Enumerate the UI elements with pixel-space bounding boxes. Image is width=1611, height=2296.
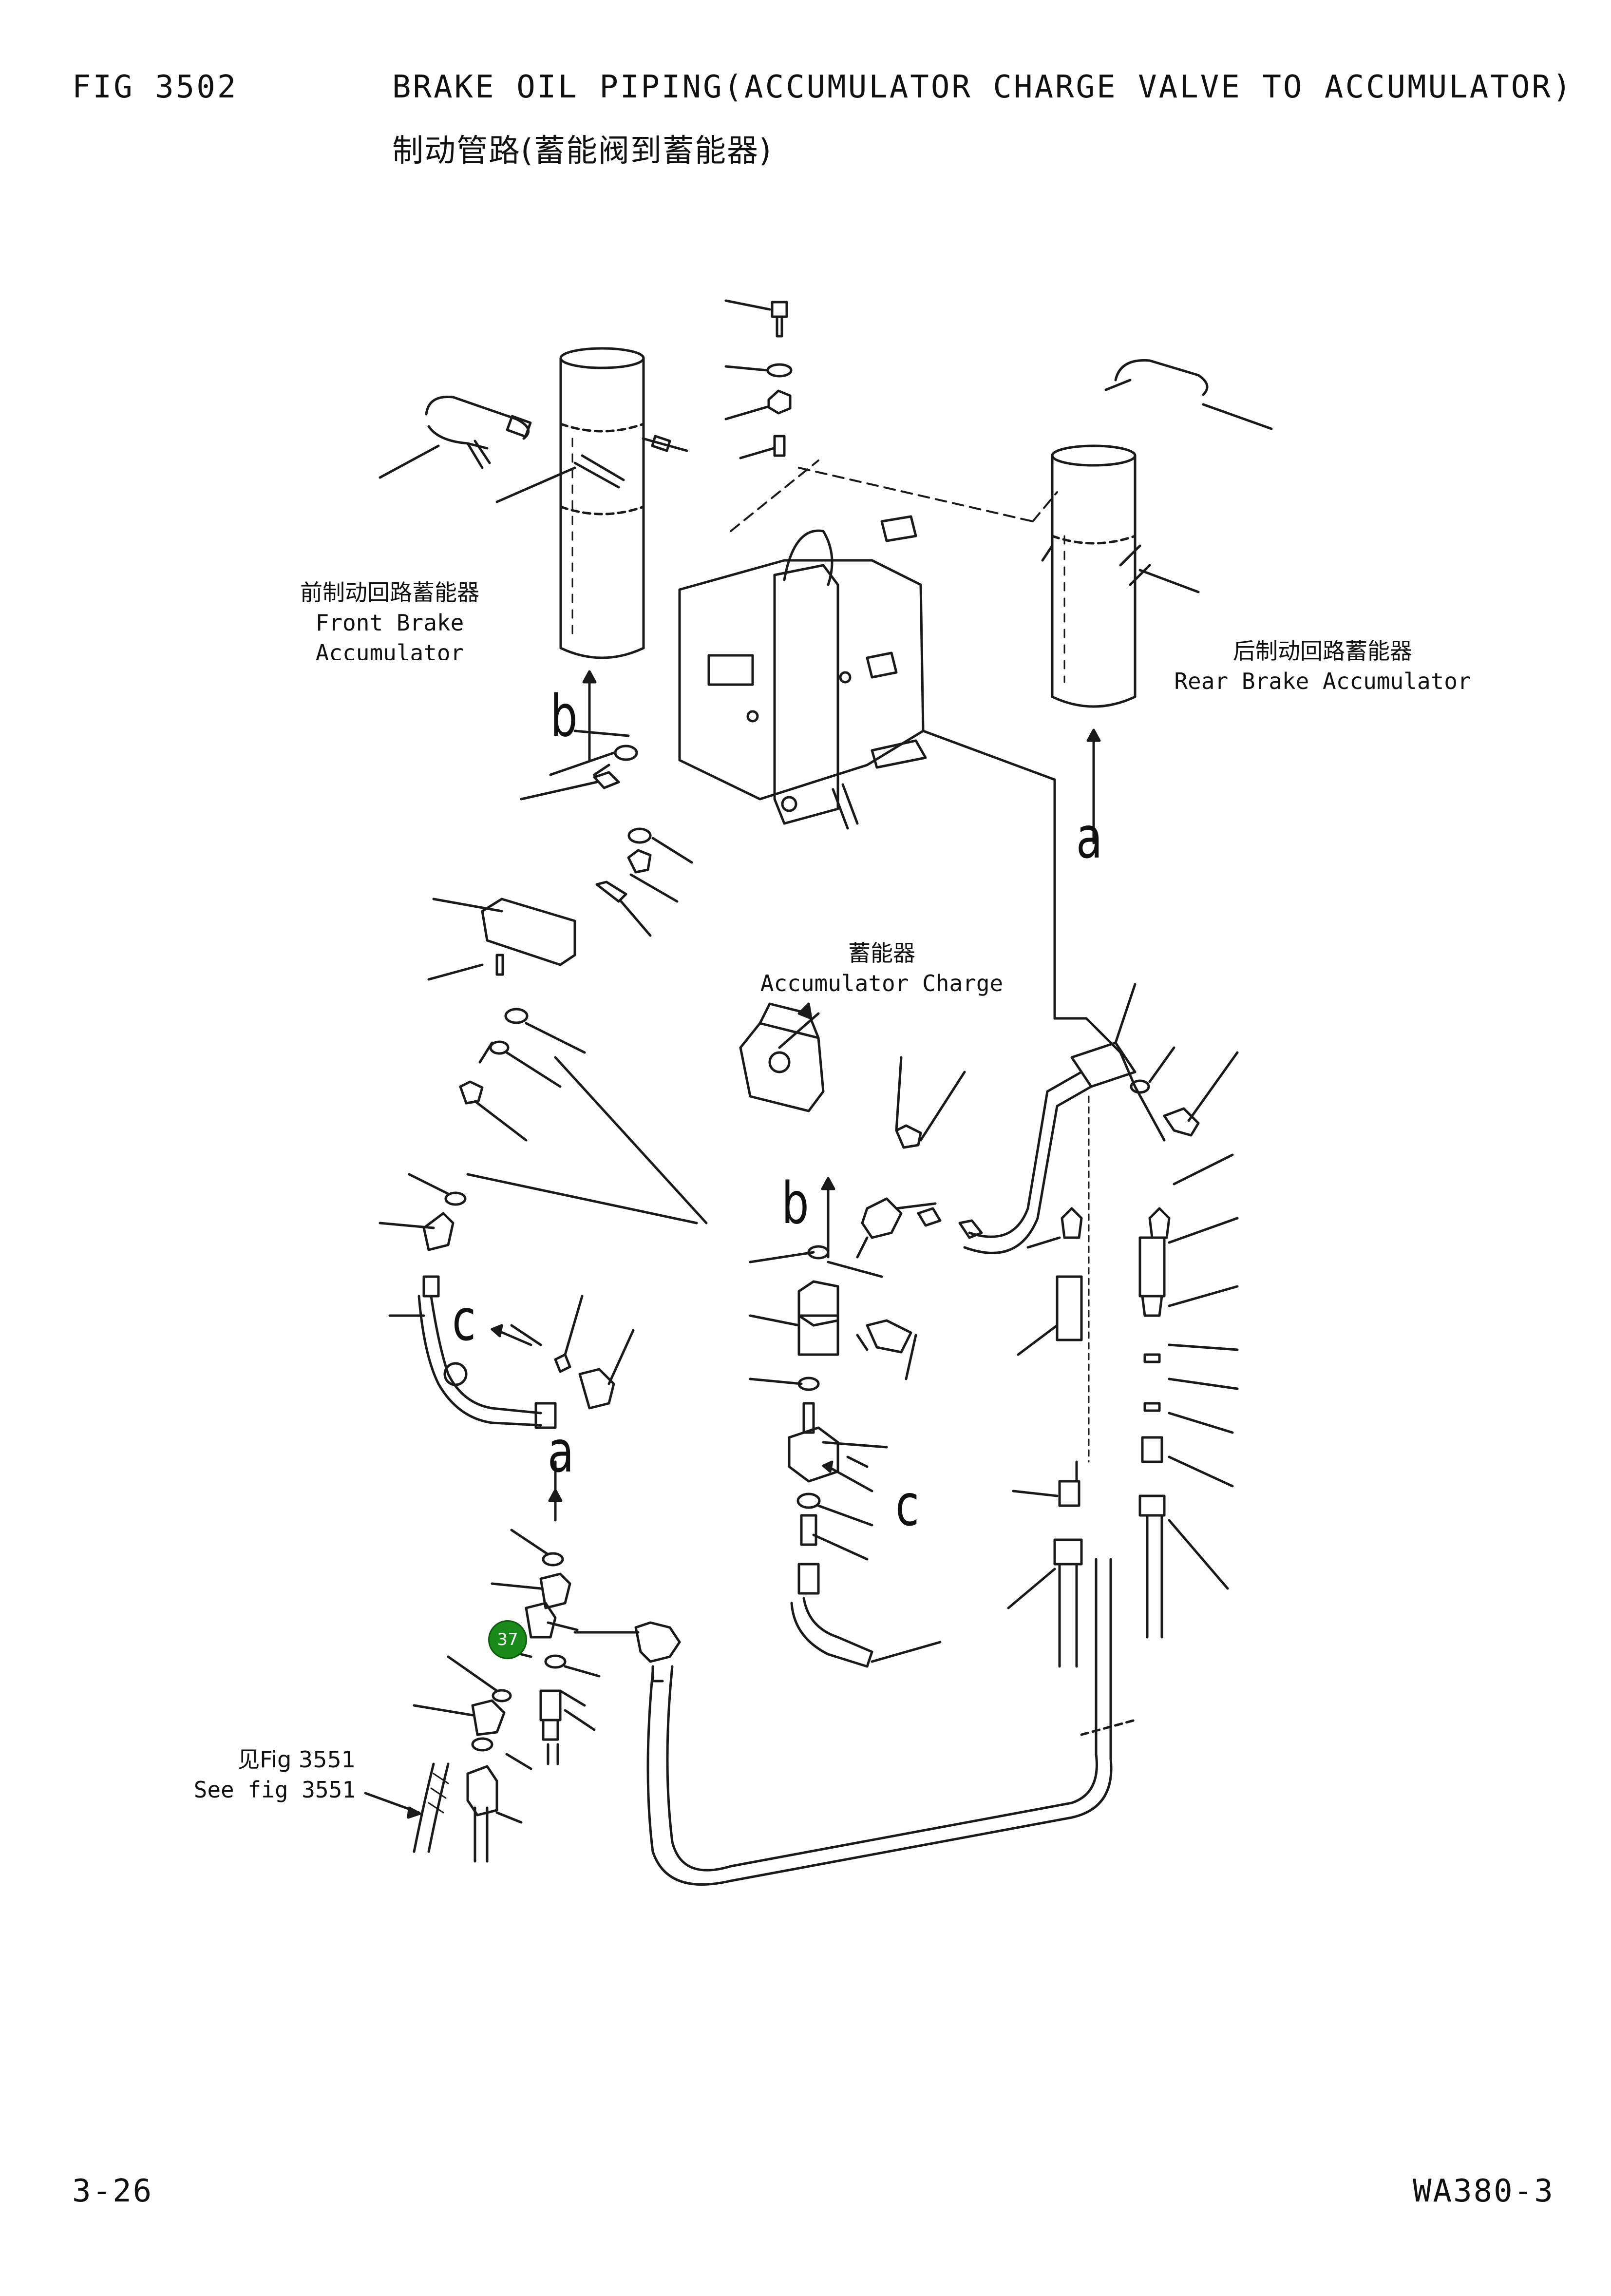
machine-model: WA380-3: [1413, 2173, 1554, 2209]
elbow-pipe: [917, 983, 1239, 1254]
front-accumulator-label-en: Front Brake: [315, 610, 464, 636]
hose-to-fig-3551: [364, 1762, 450, 1853]
accumulator-charge-valve: [739, 1002, 966, 1149]
rear-accumulator-label-cn: 后制动回路蓄能器: [1233, 638, 1412, 664]
front-accumulator-cylinder: [559, 347, 645, 762]
middle-fitting-column: [1007, 1207, 1083, 1668]
figure-number: FIG 3502: [72, 69, 238, 105]
mounting-bracket: [678, 515, 927, 830]
see-fig-label-en: See fig 3551: [193, 1777, 356, 1803]
front-clamp-band: [379, 395, 688, 503]
front-accumulator-label-en2: Accumulator: [315, 640, 464, 660]
charge-valve-label-en: Accumulator Charge: [760, 970, 1004, 997]
charge-valve-label: 蓄能器 Accumulator Charge: [760, 938, 1004, 998]
pressure-switch-group: [749, 1197, 937, 1668]
reference-arrows: [491, 729, 873, 1492]
rear-clamp-band: [1041, 359, 1273, 593]
figure-title-chinese: 制动管路(蓄能阀到蓄能器): [392, 133, 772, 169]
rear-accumulator-cylinder: [1051, 444, 1137, 844]
front-accumulator-label-cn: 前制动回路蓄能器: [300, 579, 479, 606]
lower-valve-cluster: [413, 1460, 681, 1863]
assembly-lines: [730, 459, 1058, 532]
pipe-line-a: [922, 729, 1166, 1463]
figure-title: BRAKE OIL PIPING(ACCUMULATOR CHARGE VALV…: [392, 69, 1573, 105]
page-number: 3-26: [72, 2173, 153, 2209]
ref-letter-c-center: c: [895, 1472, 919, 1539]
top-fastener-stack: [724, 299, 793, 459]
ref-letter-a-lower: a: [548, 1418, 574, 1485]
right-fitting-column: [1138, 1153, 1239, 1639]
rear-accumulator-label-en: Rear Brake Accumulator: [1174, 668, 1471, 695]
see-fig-label-cn: 见Fig 3551: [237, 1746, 356, 1773]
ref-letter-a-right: a: [1076, 804, 1103, 871]
front-accumulator-label: 前制动回路蓄能器 Front Brake Accumulator: [273, 577, 507, 660]
pipe-line-c-assembly: [379, 1056, 708, 1429]
rear-accumulator-label: 后制动回路蓄能器 Rear Brake Accumulator: [1174, 636, 1471, 696]
charge-valve-label-bg: [760, 936, 1004, 999]
see-fig-3551-label: 见Fig 3551 See fig 3551: [190, 1744, 356, 1805]
ref-letter-b-top: b: [550, 682, 578, 749]
part-callout-37[interactable]: 37: [488, 1620, 527, 1659]
valve-mounting-plate: [427, 764, 610, 1142]
rear-accumulator-label-bg: [1174, 633, 1471, 697]
left-fastener-group: [520, 745, 693, 937]
charge-valve-label-cn: 蓄能器: [848, 940, 915, 966]
ref-letter-c-left: c: [452, 1286, 476, 1354]
long-return-pipe: [646, 1558, 1137, 1886]
front-accumulator-label-bg: [273, 575, 507, 660]
ref-letter-b-center: b: [781, 1169, 809, 1237]
